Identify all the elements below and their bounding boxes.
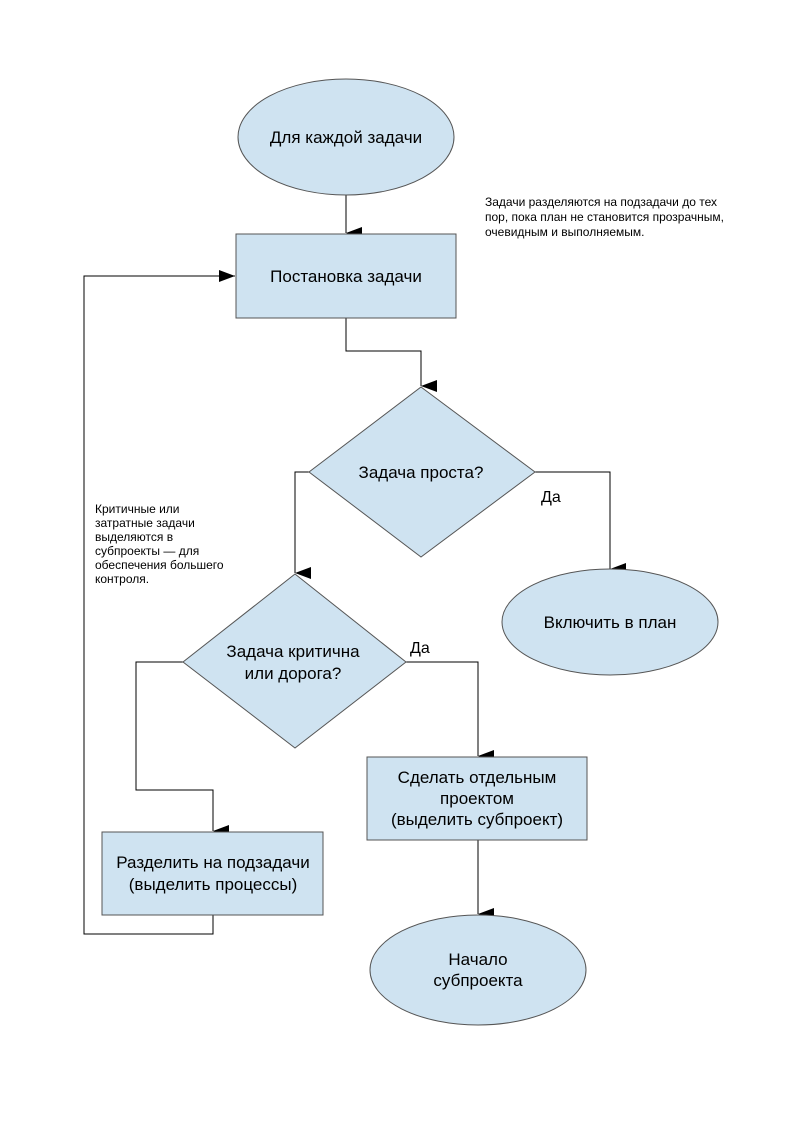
note-critical: Критичные или затратные задачи выделяютс… <box>95 502 224 586</box>
edges <box>83 195 626 935</box>
note-subtasks-line2: пор, пока план не становится прозрачным, <box>485 210 724 224</box>
define-task-label: Постановка задачи <box>270 267 422 286</box>
note-subtasks: Задачи разделяются на подзадачи до тех п… <box>485 195 724 239</box>
edge-critical-no-to-split <box>135 661 229 837</box>
is-critical-label-line2: или дорога? <box>245 664 342 683</box>
edge-label-critical-yes: Да <box>410 640 430 657</box>
node-make-subproject: Сделать отдельным проектом (выделить суб… <box>366 756 588 841</box>
edge-split-loop-to-define <box>83 270 235 935</box>
node-is-critical: Задача критична или дорога? <box>182 573 407 749</box>
split-subtasks-box <box>101 831 324 916</box>
note-critical-line3: выделяются в <box>95 530 173 544</box>
make-subproject-label-line3: (выделить субпроект) <box>391 810 563 829</box>
is-simple-label: Задача проста? <box>359 463 484 482</box>
subproject-start-ellipse <box>369 914 587 1026</box>
edge-simple-yes-to-plan <box>535 471 626 575</box>
edge-define-to-simple <box>345 318 437 392</box>
subproject-start-label-line1: Начало <box>448 950 507 969</box>
note-subtasks-line3: очевидным и выполняемым. <box>485 225 644 239</box>
note-critical-line6: контроля. <box>95 572 149 586</box>
note-critical-line1: Критичные или <box>95 502 180 516</box>
node-include-in-plan: Включить в план <box>501 568 719 676</box>
is-critical-diamond <box>182 573 407 749</box>
make-subproject-label-line1: Сделать отдельным <box>398 768 557 787</box>
is-critical-label-line1: Задача критична <box>226 642 360 661</box>
note-subtasks-line1: Задачи разделяются на подзадачи до тех <box>485 195 717 209</box>
note-critical-line5: обеспечения большего <box>95 558 224 572</box>
is-simple-diamond <box>308 386 536 558</box>
node-define-task: Постановка задачи <box>235 233 457 319</box>
split-subtasks-label-line2: (выделить процессы) <box>129 875 298 894</box>
subproject-start-label-line2: субпроекта <box>433 971 523 990</box>
start-ellipse <box>237 78 455 196</box>
edge-simple-no-to-critical <box>294 471 311 579</box>
make-subproject-label-line2: проектом <box>440 789 514 808</box>
define-task-box <box>235 233 457 319</box>
note-critical-line2: затратные задачи <box>95 516 195 530</box>
edge-label-simple-yes: Да <box>541 489 561 506</box>
node-start: Для каждой задачи <box>237 78 455 196</box>
make-subproject-box <box>366 756 588 841</box>
note-critical-line4: субпроекты — для <box>95 544 199 558</box>
include-in-plan-ellipse <box>501 568 719 676</box>
start-label: Для каждой задачи <box>270 128 422 147</box>
include-in-plan-label: Включить в план <box>544 613 677 632</box>
node-subproject-start: Начало субпроекта <box>369 914 587 1026</box>
node-split-subtasks: Разделить на подзадачи (выделить процесс… <box>101 831 324 916</box>
edge-critical-yes-to-subproject <box>406 661 494 762</box>
split-subtasks-label-line1: Разделить на подзадачи <box>116 853 309 872</box>
node-is-simple: Задача проста? <box>308 386 536 558</box>
